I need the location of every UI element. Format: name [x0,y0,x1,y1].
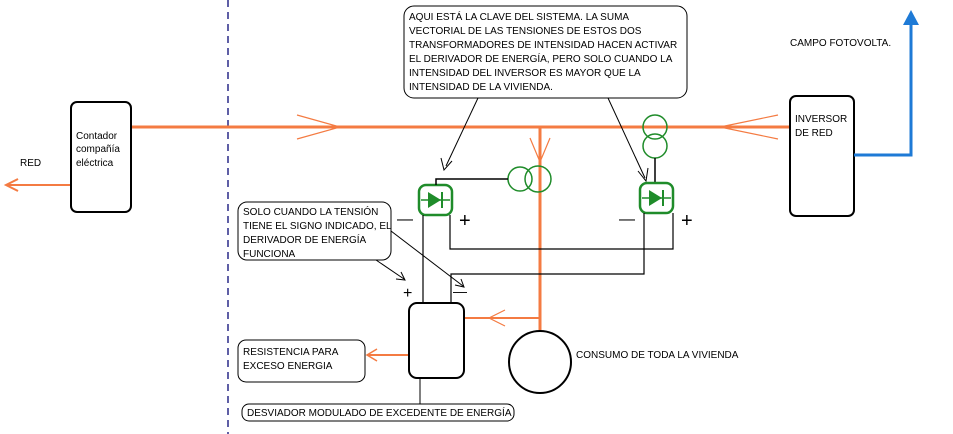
right-ct-coil-1 [642,114,668,140]
key-note-box [403,5,688,99]
house-load-label: CONSUMO DE TODA LA VIVIENDA [576,350,739,361]
pv-field-label: CAMPO FOTOVOLTA. [790,38,891,49]
key-note-line-5: INTENSIDAD DEL INVERSOR ES MAYOR QUE LA [409,68,641,79]
flow-arrow-right [296,114,343,140]
diverter-minus: — [453,283,467,299]
left-ct-coil-2 [524,165,552,193]
right-rectifier-minus: — [619,211,635,228]
flow-arrow-left [719,114,779,140]
meter-label-3: eléctrica [76,158,114,169]
pv-arrow-head [903,10,919,25]
sign-note-line-1: SOLO CUANDO LA TENSIÓN [243,205,378,218]
diverter-plus: + [403,285,412,302]
key-pointer-right [607,97,646,179]
key-pointer-left-head [440,157,453,172]
resistor-note-box [237,339,366,383]
left-ct-lead [435,178,508,185]
right-diode-icon [649,190,662,206]
wire-right-minus-to-diverter [450,213,645,303]
meter-box [70,101,132,213]
key-note-line-3: TRANSFORMADORES DE INTENSIDAD HACEN ACTI… [409,40,677,51]
sign-note-line-2: TIENE EL SIGNO INDICADO, EL [243,221,392,232]
left-diode-icon [428,192,441,208]
flow-arrow-down [529,137,551,164]
sign-pointer-plus-head [395,271,406,281]
key-note-line-1: AQUI ESTÁ LA CLAVE DEL SISTEMA. LA SUMA [409,10,629,23]
sign-note-line-3: DERIVADOR DE ENERGÍA [243,233,366,246]
diverter-caption: DESVIADOR MODULADO DE EXCEDENTE DE ENERG… [247,406,512,419]
resistor-note-line-2: EXCESO ENERGIA [243,361,333,372]
right-ct-coil-2 [642,133,668,159]
key-note-line-4: EL DERIVADOR DE ENERGÍA, PERO SOLO CUAND… [409,52,673,65]
key-pointer-left [445,97,479,167]
sign-pointer-plus [375,259,405,280]
key-pointer-right-head [637,167,649,183]
meter-label-2: compañía [76,144,120,155]
key-note-line-2: VECTORIAL DE LAS TENSIONES DE ESTOS DOS [409,26,642,37]
grid-label: RED [20,158,41,169]
sign-pointer-minus-head [454,278,465,288]
left-rectifier-plus: + [459,210,471,232]
sign-pointer-minus [390,230,464,287]
diverter-caption-box [241,403,515,422]
inverter-label-2: DE RED [795,128,833,139]
left-rectifier-minus: — [397,211,413,228]
flow-arrow-resistor [365,348,378,362]
sign-note-line-4: FUNCIONA [243,249,296,260]
pv-line [854,22,913,157]
house-load-circle [508,330,572,394]
meter-label-1: Contador [76,131,118,142]
right-rectifier-plus: + [681,210,693,232]
flow-arrow-left-small [487,309,506,327]
key-note-line-6: INTENSIDAD DE LA VIVIENDA. [409,82,553,93]
inverter-label-1: INVERSOR [795,114,847,125]
grid-arrow-head [3,178,19,192]
resistor-note-line-1: RESISTENCIA PARA [243,347,339,358]
wire-left-plus-to-right [449,213,674,250]
diverter-box [408,302,465,379]
